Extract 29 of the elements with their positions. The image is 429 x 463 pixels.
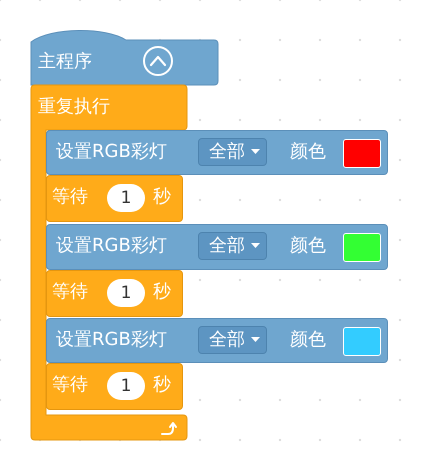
block-label: 颜色 <box>290 141 326 163</box>
block-label: 重复执行 <box>38 96 110 118</box>
wait-block <box>46 270 183 317</box>
dropdown: 全部 <box>198 326 267 354</box>
number-field: 1 <box>107 184 145 212</box>
dropdown: 全部 <box>198 138 267 166</box>
block-label: 设置RGB彩灯 <box>56 235 167 257</box>
command-block <box>46 318 388 363</box>
block-label: 等待 <box>52 281 88 303</box>
wait-block <box>46 175 183 222</box>
wait-block <box>46 363 183 410</box>
color-swatch <box>343 233 381 262</box>
block-label: 颜色 <box>290 329 326 351</box>
block-label: 主程序 <box>38 51 92 73</box>
block-label: 秒 <box>153 186 171 208</box>
block-label: 颜色 <box>290 235 326 257</box>
color-swatch <box>343 327 381 356</box>
block-label: 等待 <box>52 374 88 396</box>
command-block <box>46 224 388 270</box>
block-label: 设置RGB彩灯 <box>56 329 167 351</box>
number-field: 1 <box>107 279 145 307</box>
command-block <box>46 130 388 175</box>
block-label: 秒 <box>153 374 171 396</box>
color-swatch <box>343 139 381 168</box>
block-label: 秒 <box>153 281 171 303</box>
block-label: 等待 <box>52 186 88 208</box>
dropdown: 全部 <box>198 232 267 260</box>
number-field: 1 <box>107 372 145 400</box>
block-label: 设置RGB彩灯 <box>56 141 167 163</box>
